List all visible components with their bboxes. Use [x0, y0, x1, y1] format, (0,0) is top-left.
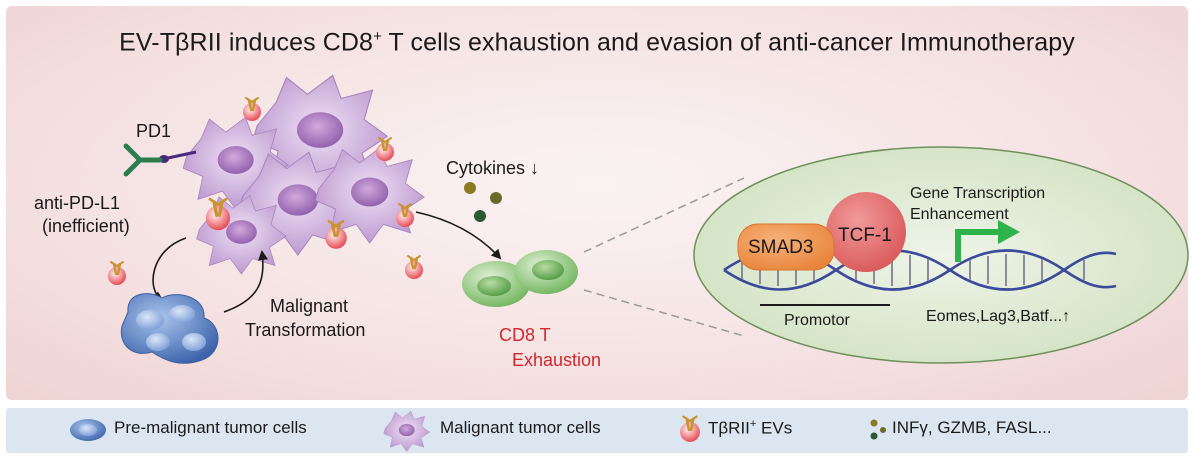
premalignant-legend-icon — [70, 419, 106, 441]
cytokine-dot — [474, 210, 486, 222]
antibody-icon — [123, 143, 163, 177]
cd8-t-cell — [462, 250, 578, 307]
label-exhaustion: Exhaustion — [512, 350, 602, 370]
label-pd1: PD1 — [136, 121, 172, 141]
legend-ev-label: TβRII+ EVs — [708, 418, 793, 438]
label-tcf1: TCF-1 — [838, 225, 892, 246]
pd1-receptor — [167, 150, 197, 160]
legend-malignant-label: Malignant tumor cells — [440, 418, 601, 437]
legend-bar: Pre-malignant tumor cells Malignant tumo… — [6, 408, 1188, 453]
cytokine-legend-icon — [870, 419, 886, 440]
label-transformation: Transformation — [245, 320, 366, 340]
label-gene-transcription: Gene Transcription — [910, 185, 1046, 202]
label-genes: Eomes,Lag3,Batf...↑ — [926, 308, 1071, 325]
label-promotor: Promotor — [784, 312, 850, 329]
ev-legend-icon — [678, 415, 702, 444]
ev-icon — [403, 254, 425, 281]
premalignant-cell-cluster — [120, 293, 219, 364]
malignant-legend-icon — [383, 411, 430, 452]
cytokine-dot — [490, 192, 502, 204]
arrow-to-premalignant — [152, 237, 187, 302]
label-enhancement: Enhancement — [910, 206, 1009, 223]
label-cytokines: Cytokines ↓ — [446, 158, 540, 178]
label-inefficient: (inefficient) — [42, 216, 130, 236]
zoom-line — [583, 177, 745, 253]
label-cd8-t: CD8 T — [499, 325, 551, 345]
nucleus-zoom — [693, 146, 1189, 364]
smad3-factor — [737, 223, 835, 271]
cytokine-dot — [464, 182, 476, 194]
legend-icons — [70, 411, 886, 452]
arrow-malignant-transformation — [223, 250, 269, 313]
legend-cytokines-label: INFγ, GZMB, FASL... — [892, 418, 1052, 437]
label-anti-pd-l1: anti-PD-L1 — [34, 193, 121, 213]
malignant-cell-5 — [196, 195, 287, 275]
legend-premalignant-label: Pre-malignant tumor cells — [114, 418, 307, 437]
transcription-arrow-icon — [955, 220, 1020, 262]
ev-icon — [106, 260, 128, 287]
arrow-to-tcell — [415, 211, 502, 260]
ev-icon — [241, 96, 263, 123]
label-malignant: Malignant — [270, 296, 349, 316]
diagram-title: EV-TβRII induces CD8+ T cells exhaustion… — [119, 28, 1075, 57]
label-smad3: SMAD3 — [748, 237, 814, 258]
zoom-line — [583, 289, 745, 337]
tcf1-factor — [826, 192, 906, 272]
